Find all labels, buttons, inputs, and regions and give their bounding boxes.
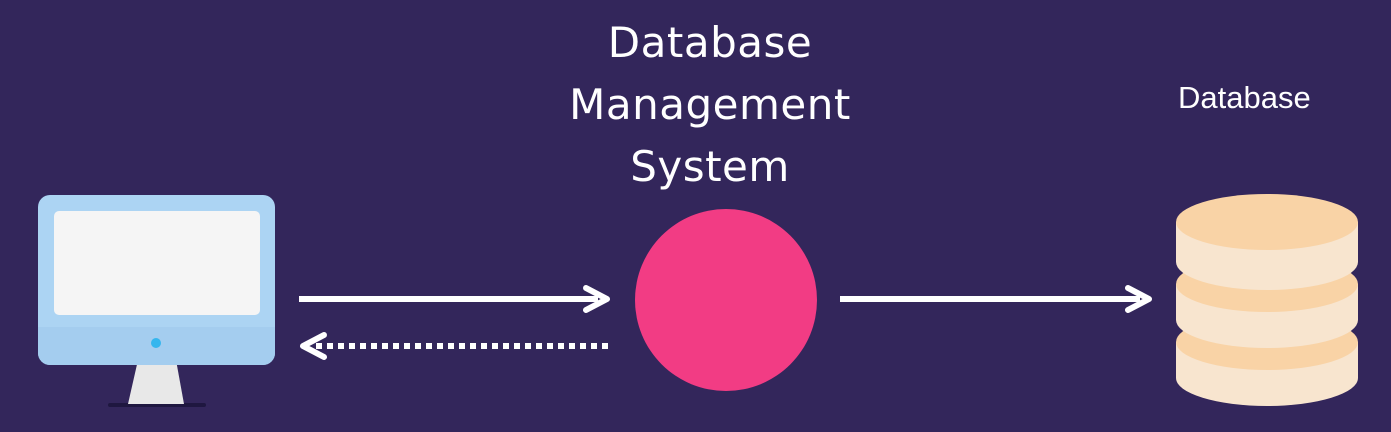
monitor-stand — [128, 360, 184, 404]
dbms-label-line-3: System — [630, 142, 790, 191]
dbms-label-line-2: Management — [569, 80, 851, 129]
response-arrow — [300, 332, 609, 360]
dbms-label: Database Management System — [510, 12, 910, 198]
dbms-to-database-arrow — [840, 285, 1152, 313]
monitor-screen — [54, 211, 260, 315]
monitor-power-led — [151, 338, 161, 348]
computer-icon — [38, 195, 275, 407]
request-arrow — [299, 285, 610, 313]
dbms-node — [635, 209, 817, 391]
database-icon — [1176, 194, 1358, 406]
database-label: Database — [1178, 80, 1311, 115]
dbms-label-line-1: Database — [607, 18, 813, 67]
